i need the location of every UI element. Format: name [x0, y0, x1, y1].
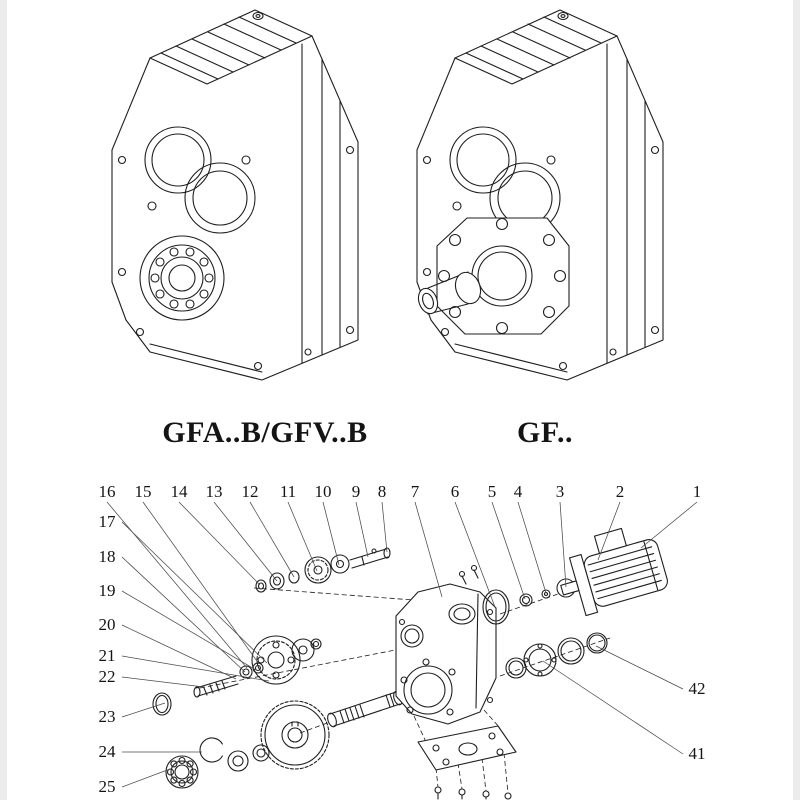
part-number-17: 17 — [99, 512, 117, 531]
leader-line-14 — [178, 501, 261, 586]
part-number-22: 22 — [99, 667, 116, 686]
part-number-23: 23 — [99, 707, 116, 726]
part-number-7: 7 — [411, 482, 420, 501]
leader-line-42 — [595, 645, 684, 690]
top-ribs — [160, 16, 297, 80]
mounting-flange — [436, 217, 570, 335]
leader-line-22 — [121, 676, 205, 688]
gear-housing — [395, 564, 497, 725]
part-number-24: 24 — [99, 742, 117, 761]
oil-seal-ring — [152, 692, 172, 716]
leader-line-25 — [121, 768, 171, 788]
part-number-8: 8 — [378, 482, 387, 501]
part-number-9: 9 — [352, 482, 361, 501]
part-number-14: 14 — [171, 482, 189, 501]
part-number-13: 13 — [206, 482, 223, 501]
leader-line-10 — [322, 501, 340, 566]
output-shaft — [417, 271, 482, 315]
leader-line-17 — [121, 521, 268, 664]
leader-line-19 — [121, 590, 257, 671]
gearbox-gf-drawing — [416, 9, 664, 381]
part-number-16: 16 — [99, 482, 116, 501]
part-number-25: 25 — [99, 777, 116, 796]
leader-line-18 — [121, 556, 246, 673]
exploded-parts-diagram: 1615141312111098765432117181920212223242… — [99, 482, 706, 800]
leader-line-13 — [213, 501, 278, 582]
part-number-42: 42 — [689, 679, 706, 698]
part-number-15: 15 — [135, 482, 152, 501]
page-edge-right — [793, 0, 800, 800]
model-label-gf: GF.. — [517, 416, 573, 449]
retaining-ring-washers — [199, 737, 270, 772]
leader-line-16 — [106, 501, 248, 669]
leader-line-9 — [355, 501, 369, 558]
part-number-11: 11 — [280, 482, 296, 501]
product-drawings — [111, 9, 664, 381]
gasket-plate — [417, 725, 517, 771]
vent-plug — [252, 11, 264, 21]
part-number-4: 4 — [514, 482, 523, 501]
output-ball-bearing — [165, 755, 199, 789]
part-number-12: 12 — [242, 482, 259, 501]
output-gear — [260, 700, 330, 770]
part-number-21: 21 — [99, 646, 116, 665]
part-number-5: 5 — [488, 482, 497, 501]
assembly-axis-lines — [199, 587, 611, 794]
input-bores — [449, 126, 561, 234]
part-number-19: 19 — [99, 581, 116, 600]
leader-line-41 — [542, 660, 684, 755]
vent-plug — [557, 11, 569, 21]
part-number-41: 41 — [689, 744, 706, 763]
foundation-bolts — [434, 786, 512, 800]
leader-line-8 — [381, 501, 388, 553]
part-number-10: 10 — [315, 482, 332, 501]
housing-silhouette — [111, 9, 359, 381]
page-edge-left — [0, 0, 7, 800]
input-bores — [144, 126, 256, 234]
leader-line-2 — [597, 501, 621, 561]
leader-line-5 — [491, 501, 526, 600]
part-number-3: 3 — [556, 482, 565, 501]
corner-bolts — [117, 145, 355, 371]
part-number-18: 18 — [99, 547, 116, 566]
model-label-gfab: GFA..B/GFV..B — [162, 416, 368, 449]
part-number-1: 1 — [693, 482, 702, 501]
leader-line-11 — [287, 501, 318, 572]
leader-line-4 — [517, 501, 547, 594]
part-number-20: 20 — [99, 615, 116, 634]
intermediate-gear-assembly — [193, 635, 322, 698]
leader-line-7 — [414, 501, 443, 598]
leader-line-20 — [121, 624, 237, 680]
leader-line-21 — [121, 655, 270, 682]
end-covers — [505, 632, 608, 679]
housing-edges — [149, 35, 341, 373]
leader-line-15 — [142, 501, 260, 665]
gearbox-gfab-drawing — [111, 9, 359, 381]
part-number-2: 2 — [616, 482, 625, 501]
input-shaft-assembly — [255, 547, 391, 593]
leader-line-23 — [121, 702, 166, 718]
leader-line-1 — [640, 501, 698, 549]
leader-line-12 — [249, 501, 295, 578]
housing-edges — [454, 35, 646, 373]
leader-line-6 — [454, 501, 496, 608]
leader-line-3 — [559, 501, 567, 588]
output-shaft — [327, 690, 403, 728]
top-ribs — [465, 16, 602, 80]
motor-assembly — [560, 527, 668, 617]
output-ball-bearing — [139, 235, 225, 321]
part-number-6: 6 — [451, 482, 460, 501]
corner-bolts — [422, 145, 660, 371]
